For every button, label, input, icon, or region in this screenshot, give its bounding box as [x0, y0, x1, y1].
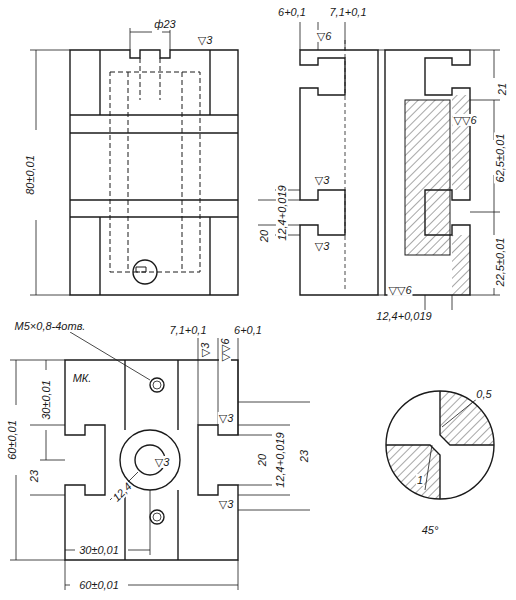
dimension-label: 23	[28, 469, 40, 483]
dimension-label: ▽3	[314, 240, 331, 252]
dimension-label: 6+0,1	[233, 324, 263, 336]
dimension-label: ▽3	[218, 498, 235, 510]
dimension-label: 60±0,01	[78, 579, 120, 591]
dimension-label: ▽3	[154, 456, 171, 468]
dimension-label: М5×0,8-4отв.	[14, 320, 87, 332]
dimension-label: 1	[416, 474, 424, 486]
dimension-label: 80±0,01	[24, 154, 36, 196]
dimension-label: ▽▽6	[387, 284, 412, 296]
dimension-label: 12,4+0,019	[375, 310, 432, 322]
dimension-label: 30±0,01	[78, 544, 120, 556]
dimension-label: ▽3	[218, 412, 235, 424]
dimension-label: 62,5±0,01	[494, 133, 506, 184]
dimension-label: 60±0,01	[6, 419, 18, 461]
dimension-label: 7,1+0,1	[328, 6, 367, 18]
dimension-label: 12,4+0,019	[274, 431, 286, 488]
dimension-label: 30±0,01	[40, 379, 52, 421]
dimension-label: ▽▽6	[219, 337, 231, 362]
dimension-label: 22,5±0,01	[494, 237, 506, 288]
dimension-label: 21	[496, 82, 508, 96]
dimension-label: 7,1+0,1	[168, 324, 207, 336]
dimension-label: 20	[256, 453, 268, 467]
dimension-label: 6+0,1	[277, 6, 307, 18]
dimension-label: 0,5	[475, 388, 492, 400]
dimension-label: 20	[258, 229, 270, 243]
dimension-label: МК.	[72, 372, 93, 384]
dimension-label: 45°	[421, 524, 440, 536]
dimension-label: 23	[298, 449, 310, 463]
dimension-label: ф23	[153, 18, 176, 30]
dimension-label: ▽3	[199, 342, 211, 359]
dimension-label: ▽3	[314, 174, 331, 186]
dimension-label: 12,4+0,019	[276, 184, 288, 241]
dimension-label: ▽6	[316, 30, 333, 42]
dimension-label: ▽3	[197, 34, 214, 46]
dimension-label: ▽▽6	[452, 114, 477, 126]
